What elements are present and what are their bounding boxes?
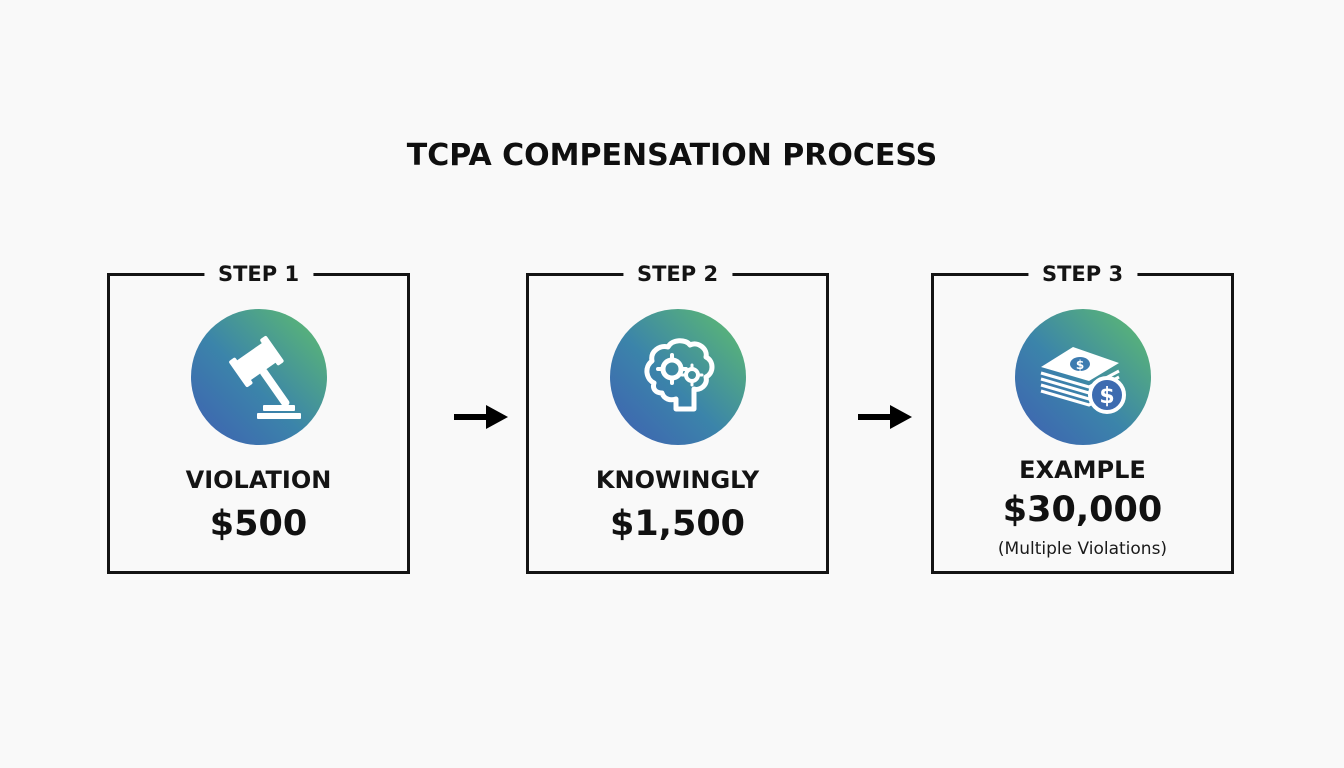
- step-2-amount: $1,500: [609, 504, 746, 544]
- step-2-label: STEP 2: [622, 260, 733, 288]
- step-2-box: STEP 2 KNOWINGLY $1,500: [526, 260, 829, 574]
- step-3-note: (Multiple Violations): [997, 539, 1168, 559]
- svg-text:$: $: [1075, 358, 1083, 372]
- step-3-label: STEP 3: [1027, 260, 1138, 288]
- step-2-heading: KNOWINGLY: [595, 466, 760, 494]
- step-3-box: STEP 3 $ $ EXAMPLE $30,000 (Multiple Vio…: [931, 260, 1234, 574]
- step-3-heading: EXAMPLE: [1019, 456, 1146, 484]
- step-3-amount: $30,000: [1002, 490, 1163, 530]
- step-1-heading: VIOLATION: [185, 466, 332, 494]
- arrow-right-icon: [858, 405, 912, 429]
- brain-gears-icon: [609, 309, 746, 445]
- step-1-label: STEP 1: [203, 260, 314, 288]
- money-stack-icon: $ $: [1014, 309, 1151, 445]
- gavel-icon: [190, 309, 327, 445]
- step-1-amount: $500: [209, 504, 308, 544]
- svg-text:$: $: [1099, 384, 1114, 409]
- step-1-box: STEP 1 VIOLATION $500: [107, 260, 410, 574]
- arrow-right-icon: [454, 405, 508, 429]
- page-title: TCPA COMPENSATION PROCESS: [406, 138, 938, 173]
